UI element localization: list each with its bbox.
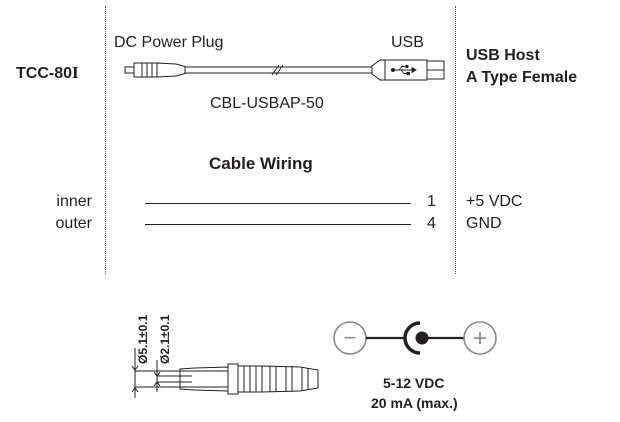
wiring-row-pin: 4 [427, 215, 436, 232]
usb-a-connector [371, 59, 445, 81]
polarity-plus-sign: + [473, 325, 487, 352]
usb-label: USB [391, 34, 424, 51]
inner-diameter-label: Ø2.1±0.1 [158, 314, 172, 364]
cable-wire [185, 64, 372, 76]
left-separator [105, 6, 106, 274]
cable-part-number: CBL-USBAP-50 [210, 95, 324, 112]
current-label: 20 mA (max.) [371, 395, 458, 411]
usb-host-type-label: A Type Female [466, 69, 578, 86]
device-model: TCC-80 [16, 65, 73, 82]
polarity-symbol: − + [333, 321, 497, 355]
minus-circle: − [333, 321, 367, 355]
wiring-row-left: inner [56, 193, 92, 210]
wiring-row-left: outer [55, 215, 92, 232]
plus-circle: + [463, 321, 497, 355]
right-separator [455, 6, 456, 274]
outer-diameter-label: Ø5.1±0.1 [136, 314, 150, 364]
device-model-suffix: I [72, 63, 79, 82]
wiring-row-signal: +5 VDC [466, 193, 523, 210]
dc-power-plug-label: DC Power Plug [114, 34, 224, 51]
wiring-row-line [145, 224, 411, 225]
wiring-row-pin: 1 [427, 193, 436, 210]
usb-trident-icon [390, 64, 417, 76]
cable-wiring-title: Cable Wiring [209, 154, 313, 173]
polarity-minus-sign: − [344, 325, 357, 350]
usb-host-label: USB Host [466, 47, 540, 64]
device-model-label: TCC-80I [16, 64, 79, 82]
voltage-label: 5-12 VDC [383, 375, 445, 391]
wiring-row-signal: GND [466, 215, 502, 232]
wiring-row-line [145, 203, 411, 204]
cable-drawing [124, 59, 445, 81]
